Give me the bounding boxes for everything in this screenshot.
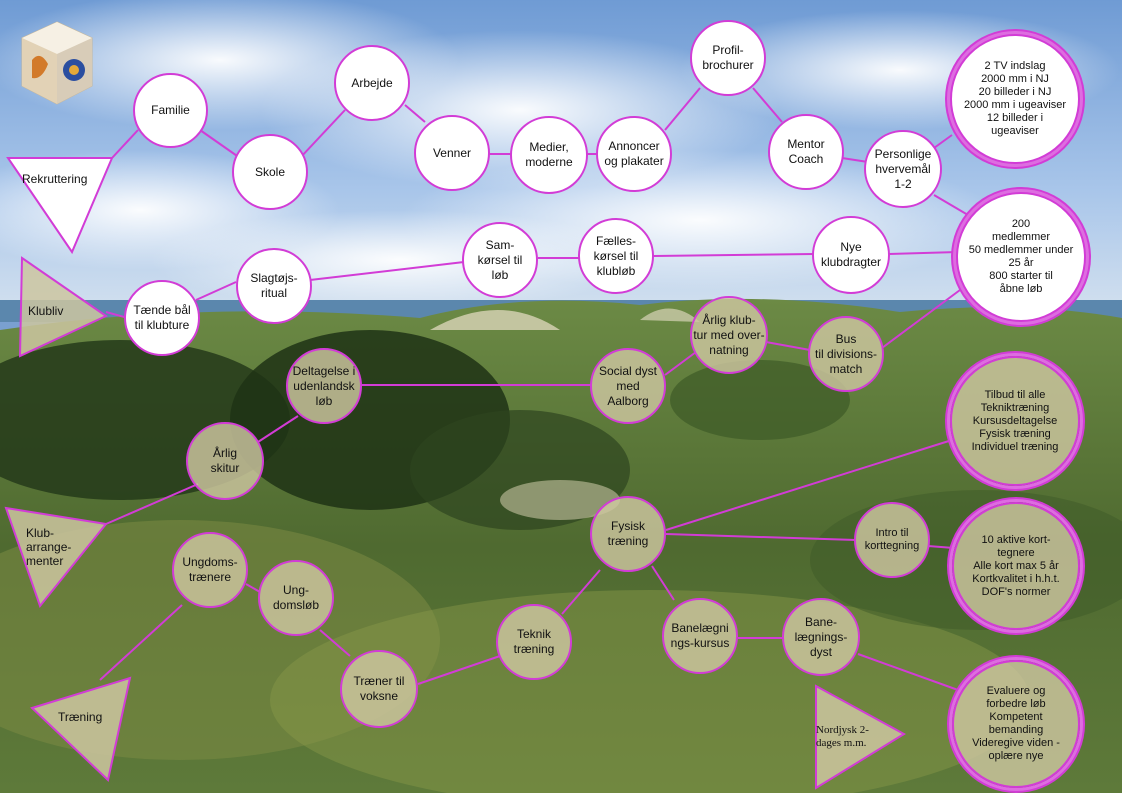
node-skole: Skole — [232, 134, 308, 210]
node-tv-indslag: 2 TV indslag 2000 mm i NJ 20 billeder i … — [950, 34, 1080, 164]
nordjysk-label: Nordjysk 2- dages m.m. — [816, 724, 869, 749]
node-ungdomsloeb: Ung- domsløb — [258, 560, 334, 636]
node-traener-til-voksne: Træner til voksne — [340, 650, 418, 728]
node-200-medlemmer: 200 medlemmer 50 medlemmer under 25 år 8… — [956, 192, 1086, 322]
node-fysisk-traening: Fysisk træning — [590, 496, 666, 572]
node-annoncer: Annoncer og plakater — [596, 116, 672, 192]
node-intro-korttegning: Intro til korttegning — [854, 502, 930, 578]
triangle-traening — [30, 676, 132, 782]
node-10-aktive-korttegnere: 10 aktive kort- tegnere Alle kort max 5 … — [952, 502, 1080, 630]
triangle-klubarrangementer — [4, 506, 108, 609]
node-familie: Familie — [133, 73, 208, 148]
node-social-dyst: Social dyst med Aalborg — [590, 348, 666, 424]
node-aarlig-klubtur: Årlig klub- tur med over- natning — [690, 296, 768, 374]
triangle-rekruttering — [6, 157, 114, 255]
node-tilbud-til-alle: Tilbud til alle Tekniktræning Kursusdelt… — [950, 356, 1080, 486]
node-faelleskoersel: Fælles- kørsel til klubløb — [578, 218, 654, 294]
node-venner: Venner — [414, 115, 490, 191]
node-personlige-hvervemaal: Personlige hvervemål 1-2 — [864, 130, 942, 208]
node-mentor-coach: Mentor Coach — [768, 114, 844, 190]
node-teknik-traening: Teknik træning — [496, 604, 572, 680]
node-samkoersel: Sam- kørsel til løb — [462, 222, 538, 298]
node-banelaegnings-dyst: Bane- lægnings- dyst — [782, 598, 860, 676]
node-arbejde: Arbejde — [334, 45, 410, 121]
klubarrangementer-label: Klub- arrange- menter — [26, 526, 72, 568]
node-ungdomstraenere: Ungdoms- trænere — [172, 532, 248, 608]
node-aarlig-skitur: Årlig skitur — [186, 422, 264, 500]
node-slagtoejs-ritual: Slagtøjs- ritual — [236, 248, 312, 324]
traening-label: Træning — [58, 710, 103, 724]
club-logo-cube-icon — [21, 21, 93, 105]
node-deltagelse: Deltagelse i udenlandsk løb — [286, 348, 362, 424]
node-profilbrochurer: Profil- brochurer — [690, 20, 766, 96]
rekruttering-label: Rekruttering — [22, 172, 88, 186]
node-bus: Bus til divisions- match — [808, 316, 884, 392]
node-nye-klubdragter: Nye klubdragter — [812, 216, 890, 294]
triangle-nordjysk — [815, 684, 906, 790]
node-banelaegnings-kursus: Banelægni ngs-kursus — [662, 598, 738, 674]
node-taende-baal: Tænde bål til klubture — [124, 280, 200, 356]
triangle-klubliv — [18, 256, 109, 358]
klubliv-label: Klubliv — [28, 304, 64, 318]
node-medier: Medier, moderne — [510, 116, 588, 194]
node-evaluere: Evaluere og forbedre løb Kompetent beman… — [952, 660, 1080, 788]
